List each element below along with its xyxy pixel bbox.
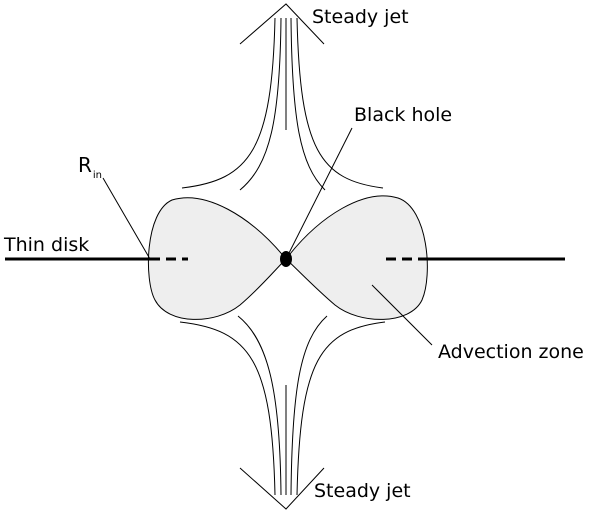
- black-hole-pointer: [285, 127, 353, 260]
- advection-zone-pointer: [371, 284, 433, 346]
- advection-zone-left-lobe: [147, 197, 287, 320]
- r-in-label: Rin: [78, 153, 102, 181]
- upper-jet-arrowhead: [239, 3, 325, 45]
- advection-zone-right-lobe: [285, 195, 428, 320]
- lower-jet-streamlines: [179, 315, 386, 496]
- upper-jet-streamlines: [181, 17, 384, 191]
- jet-bottom-label: Steady jet: [314, 480, 411, 502]
- jet-top-label: Steady jet: [312, 6, 409, 28]
- black-hole-label: Black hole: [354, 104, 453, 126]
- thin-disk-label: Thin disk: [4, 234, 90, 256]
- r-in-label-main: R: [78, 153, 92, 177]
- r-in-pointer: [102, 177, 151, 260]
- lower-jet-arrowhead: [239, 467, 325, 510]
- advection-zone-label: Advection zone: [438, 341, 584, 363]
- r-in-label-subscript: in: [92, 170, 103, 181]
